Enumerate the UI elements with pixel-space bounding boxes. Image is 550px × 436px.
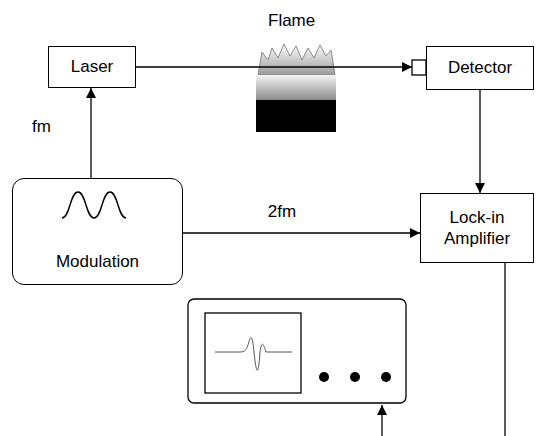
flame-burner (256, 44, 336, 132)
scope-screen (205, 313, 301, 393)
oscilloscope (188, 299, 406, 403)
detector-box: Detector (426, 46, 534, 90)
signal-arrow (183, 232, 420, 233)
node-text: Detector (448, 57, 512, 78)
detector-window (412, 60, 426, 75)
flame-label: Flame (268, 12, 315, 29)
node-text: Laser (71, 56, 114, 77)
scope-knob (350, 372, 360, 382)
burner (256, 100, 336, 132)
node-text: Modulation (56, 251, 139, 272)
signal-label: 2fm (266, 203, 298, 220)
scope-input-wire (381, 405, 382, 436)
scope-knob (381, 372, 391, 382)
node-text: Lock-in Amplifier (429, 207, 525, 250)
flame-shape (258, 44, 335, 75)
signal-arrow (90, 88, 91, 178)
flame-base (256, 75, 336, 100)
sine-icon (62, 192, 126, 218)
laser-box: Laser (48, 46, 136, 88)
output-wire (504, 263, 505, 436)
signal-arrow (479, 90, 480, 193)
signal-arrow (136, 66, 412, 67)
scope-body (188, 299, 406, 403)
lockin-box: Lock-in Amplifier (420, 193, 534, 263)
scope-knob (319, 372, 329, 382)
signal-label: fm (30, 118, 53, 135)
modulation-box: Modulation (12, 178, 183, 285)
scope-trace (215, 338, 292, 371)
